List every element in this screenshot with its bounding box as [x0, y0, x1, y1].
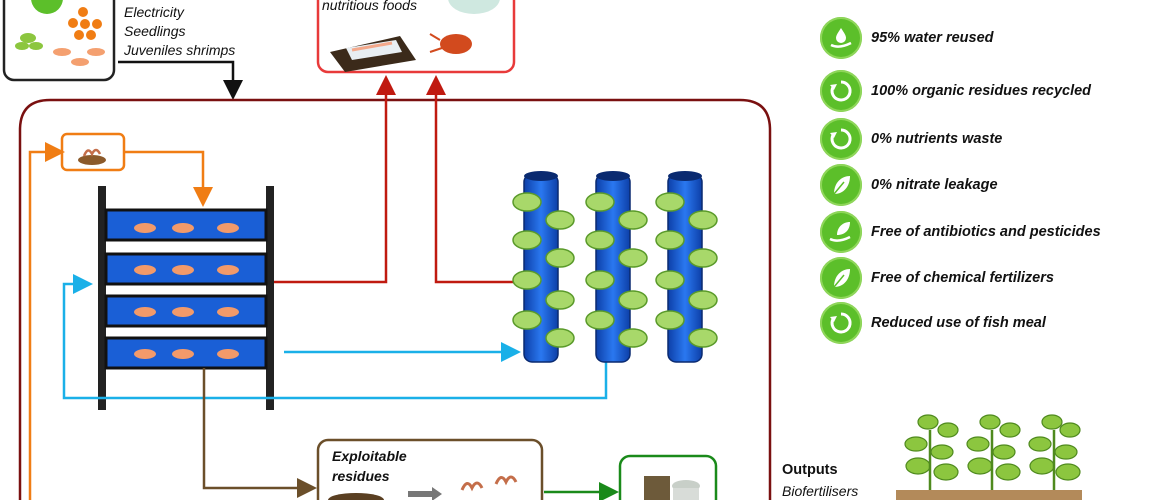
benefit-item: 0% nitrate leakage	[820, 164, 998, 206]
outputs-title: Outputs	[782, 462, 838, 478]
input-item: Electricity	[124, 4, 184, 20]
input-item: Juveniles shrimps	[124, 42, 236, 58]
recycle-icon	[820, 118, 862, 160]
recycle-icon	[820, 70, 862, 112]
leaf-icon	[820, 257, 862, 299]
benefit-item: 100% organic residues recycled	[820, 70, 1091, 112]
benefit-item: Free of antibiotics and pesticides	[820, 211, 1101, 253]
benefit-label: 100% organic residues recycled	[871, 83, 1092, 99]
benefit-label: 0% nitrate leakage	[871, 177, 998, 193]
leaf-hand-icon	[820, 211, 862, 253]
benefit-item: 95% water reused	[820, 17, 994, 59]
shrimp-rack	[98, 186, 274, 410]
water-return-loop	[62, 274, 608, 400]
outputs-item: Biofertilisers	[782, 483, 859, 499]
plant-towers	[512, 171, 718, 363]
shrimp-to-food-arrow	[274, 75, 396, 284]
input-item: Seedlings	[124, 23, 186, 39]
plants-illustration	[896, 414, 1082, 500]
foods-box	[316, 0, 516, 74]
recycle-icon	[820, 302, 862, 344]
inputs-box	[2, 0, 116, 82]
benefit-item: Reduced use of fish meal	[820, 302, 1046, 344]
inputs-list: Electricity Seedlings Juveniles shrimps	[124, 3, 235, 60]
biofertiliser-box	[618, 454, 718, 500]
worm-feed-box	[60, 132, 126, 172]
leaf-icon	[820, 164, 862, 206]
foods-label: nutritious foods	[322, 0, 417, 13]
system-boundary	[18, 98, 772, 500]
benefit-item: Free of chemical fertilizers	[820, 257, 1054, 299]
residues-label: Exploitable residues	[332, 448, 407, 484]
residues-box	[316, 438, 544, 500]
benefit-label: 95% water reused	[871, 30, 994, 46]
residue-flow-arrow	[202, 368, 317, 498]
water-drop-hand-icon	[820, 17, 862, 59]
benefit-label: Reduced use of fish meal	[871, 315, 1046, 331]
benefit-label: 0% nutrients waste	[871, 131, 1003, 147]
benefit-item: 0% nutrients waste	[820, 118, 1002, 160]
benefit-label: Free of antibiotics and pesticides	[871, 224, 1101, 240]
plants-to-food-arrow	[426, 75, 520, 284]
orange-feed-loop	[28, 142, 65, 500]
worm-to-rack-arrow	[124, 150, 213, 207]
input-arrow	[118, 60, 243, 100]
benefit-label: Free of chemical fertilizers	[871, 270, 1054, 286]
